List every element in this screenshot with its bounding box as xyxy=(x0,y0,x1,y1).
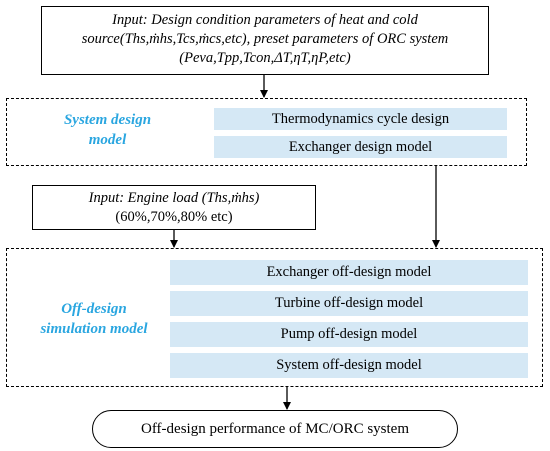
engine-load-params: (Ths,ṁhs) xyxy=(201,190,260,206)
system-design-label: System design model xyxy=(20,110,195,150)
engine-load-input-box: Input: Engine load (Ths,ṁhs) (60%,70%,80… xyxy=(32,185,316,230)
off-design-label-line-2: simulation model xyxy=(40,321,148,337)
off-design-group xyxy=(6,248,543,387)
engine-load-line-2: (60%,70%,80% etc) xyxy=(115,209,233,225)
off-design-label-line-1: Off-design xyxy=(61,301,127,317)
system-off-design-box: System off-design model xyxy=(170,353,528,378)
design-input-box: Input: Design condition parameters of he… xyxy=(41,6,489,75)
design-input-line-3: (Peva,Tpp,Tcon,ΔT,ηT,ηP,etc) xyxy=(179,50,351,66)
system-design-label-line-2: model xyxy=(88,132,127,148)
engine-load-prefix: Input: Engine load xyxy=(88,190,199,206)
exchanger-off-design-box: Exchanger off-design model xyxy=(170,260,528,285)
system-design-label-line-1: System design xyxy=(63,112,152,128)
output-performance-box: Off-design performance of MC/ORC system xyxy=(92,410,458,448)
turbine-off-design-box: Turbine off-design model xyxy=(170,291,528,316)
system-design-group xyxy=(6,98,527,166)
off-design-label: Off-design simulation model xyxy=(14,299,174,339)
design-input-line-1: Input: Design condition parameters of he… xyxy=(112,12,418,28)
pump-off-design-box: Pump off-design model xyxy=(170,322,528,347)
exchanger-design-model-box: Exchanger design model xyxy=(214,136,507,158)
design-input-line-2: source(Ths,ṁhs,Tcs,ṁcs,etc), preset para… xyxy=(81,31,449,47)
engine-load-line-1: Input: Engine load (Ths,ṁhs) xyxy=(33,189,315,208)
thermodynamics-cycle-design-box: Thermodynamics cycle design xyxy=(214,108,507,130)
